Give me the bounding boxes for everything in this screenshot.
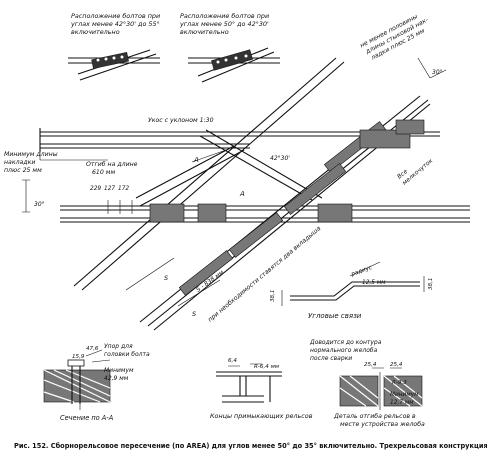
- upor-1: Упор для: [104, 343, 133, 350]
- dim-38a: 38,1: [270, 290, 276, 302]
- dim-25-4b: 25,4: [390, 362, 403, 368]
- svg-text:не менее половины длины: не менее половины длины стыковой нак- ла…: [359, 9, 435, 64]
- svg-text:Все мелкочуток: Все мелкочуток: [396, 151, 434, 187]
- dim-38b: 38,1: [428, 278, 434, 290]
- dim-r93: R-9,3: [392, 380, 407, 386]
- dim-172: 172: [118, 186, 129, 192]
- main-crossing: [22, 57, 470, 331]
- s-label: S: [164, 274, 168, 282]
- uglovye-label: Угловые связи: [308, 312, 362, 320]
- dim-47-6: 47,6: [86, 346, 99, 352]
- s2-label: S: [192, 310, 196, 318]
- detal-2: месте устройства желоба: [340, 420, 425, 428]
- rail-ends: [216, 363, 282, 403]
- min-length-2: накладки: [4, 159, 35, 166]
- svg-text:Деталь отгиба рельсов в ме: Деталь отгиба рельсов в месте устройства…: [333, 412, 425, 428]
- angle-30b: 30°: [34, 201, 45, 208]
- svg-text:Минимум длины накладки: Минимум длины накладки плюс 25 мм: [4, 151, 60, 174]
- label-top-left-1: Расположение болтов при: [71, 12, 160, 20]
- minimum-1: Минимум: [104, 367, 134, 374]
- dim-25-4a: 25,4: [364, 362, 377, 368]
- otgib-2: 610 мм: [92, 169, 115, 176]
- angle-30-label: 30°: [432, 69, 443, 76]
- sec-a-label: Сечение по А-А: [60, 414, 114, 422]
- label-top-left-3: включительно: [71, 28, 120, 36]
- svg-text:Упор для головки болта: Упор для головки болта: [104, 343, 150, 358]
- koncy-label: Концы примыкающих рельсов: [210, 412, 313, 420]
- section-mark-a1: А: [193, 156, 199, 164]
- min-length-1: Минимум длины: [4, 151, 58, 158]
- dim-15-9: 15,9: [72, 354, 85, 360]
- svg-text:Отгиб на длине 610 мм: Отгиб на длине 610 мм: [86, 160, 139, 176]
- dim-min-1: Минимум: [390, 392, 419, 398]
- upor-2: головки болта: [104, 351, 150, 358]
- flangeway-detail: [339, 367, 423, 410]
- min-length-3: плюс 25 мм: [4, 167, 42, 174]
- label-top-left-2: углах менее 42°30' до 55°: [70, 20, 160, 28]
- bolt-arrangement-left: Расположение болтов при углах менее 42°3…: [68, 12, 162, 81]
- dim-6-4: 6,4: [228, 358, 237, 364]
- label-top-middle-1: Расположение болтов при: [180, 12, 269, 20]
- svg-text:Минимум 12,7 мм: Минимум 12,7 мм: [390, 392, 420, 406]
- svg-text:Минимум 42,9 мм: Минимум 42,9 мм: [104, 367, 135, 382]
- figure-caption: Рис. 152. Сборнорельсовое пересечение (п…: [14, 442, 487, 450]
- dovod-3: после сварки: [310, 355, 352, 362]
- section-a-a: [43, 349, 111, 410]
- dovod-2: нормального желоба: [310, 347, 378, 354]
- label-top-middle-3: включительно: [180, 28, 229, 36]
- radius-note: радиус: [350, 265, 374, 279]
- dim-127: 127: [104, 186, 115, 192]
- splice-note: не менее половины длины стыковой нак- ла…: [359, 9, 447, 79]
- bolt-arrangement-middle: Расположение болтов при углах менее 50° …: [179, 12, 280, 83]
- dim-r64: R-6,4 мм: [254, 364, 280, 370]
- ukos-label: Укос с уклоном 1:30: [148, 117, 214, 124]
- label-top-middle-2: углах менее 50° до 42°30': [179, 20, 269, 28]
- dim-229: 229: [90, 186, 101, 192]
- angle-ties: [281, 261, 425, 306]
- detal-1: Деталь отгиба рельсов в: [333, 412, 416, 420]
- svg-text:Расположение болтов при: Расположение болтов при углах менее 50° …: [179, 12, 271, 36]
- svg-text:Расположение болтов при: Расположение болтов при углах менее 42°3…: [70, 12, 162, 36]
- angle-42: 42°30': [270, 155, 290, 162]
- minimum-2: 42,9 мм: [104, 375, 129, 382]
- section-mark-a2: А: [239, 190, 245, 198]
- dim-min-2: 12,7 мм: [390, 400, 414, 406]
- svg-text:Доводится до контура норма: Доводится до контура нормального желоба …: [309, 339, 383, 362]
- otgib-1: Отгиб на длине: [86, 160, 138, 168]
- dim-12-5: 12,5 мм: [362, 280, 386, 286]
- joint-bars: [149, 119, 425, 296]
- dovod-1: Доводится до контура: [309, 339, 382, 346]
